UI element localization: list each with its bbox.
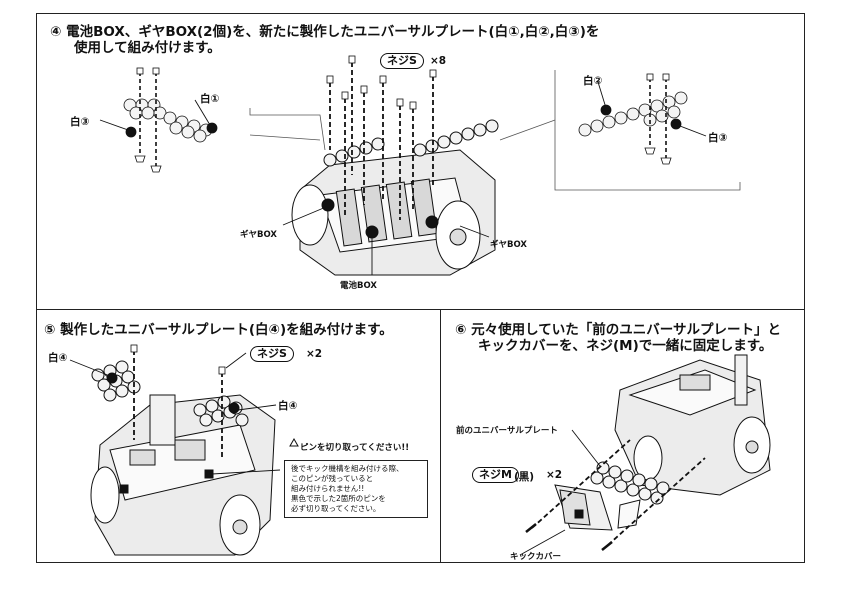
robot-chassis-step4 [291,119,499,276]
step6-screw-color: (黒) [514,471,535,483]
step4-screws [329,62,434,220]
step6-screw-count: ×2 [546,469,563,481]
note-line: このピンが残っていると [291,474,374,483]
note-line: 組み付けられません!! [291,484,365,493]
label-battery-box: 電池BOX [340,281,377,291]
label-front-universal-plate: 前のユニバーサルプレート [456,426,558,436]
step6-instruction-line2: キックカバーを、ネジ(M)で一緒に固定します。 [478,338,773,354]
warning-title: ピンを切り取ってください!! [300,443,410,453]
step5-screw-count: ×2 [306,348,323,360]
label-white3-right: 白③ [708,132,728,144]
label-gear-box-right: ギヤBOX [490,240,527,250]
note-line: 黒色で示した2箇所のピンを [291,494,386,503]
label-white3-left: 白③ [70,116,90,128]
step6-instruction-line1: ⑥ 元々使用していた「前のユニバーサルプレート」と [455,322,781,338]
step6-panel [440,309,805,563]
left-plate-assembly [123,67,218,173]
note-line: 後でキック機構を組み付ける際、 [291,464,404,473]
step4-instruction-line1: ④ 電池BOX、ギヤBOX(2個)を、新たに製作したユニバーサルプレート(白①,… [50,24,600,40]
label-white4-right: 白④ [278,400,298,412]
label-white2: 白② [583,75,603,87]
label-white4-left: 白④ [48,352,68,364]
warning-triangle-icon [289,437,299,447]
warning-note: 後でキック機構を組み付ける際、 このピンが残っていると 組み付けられません!! … [284,460,428,518]
step4-screw-s-label: ネジS [380,53,424,69]
step4-instruction-line2: 使用して組み付けます。 [74,40,221,56]
right-plate-assembly [578,73,688,165]
label-gear-box-left: ギヤBOX [240,230,277,240]
step5-screw-s-label: ネジS [250,346,294,362]
note-line: 必ず切り取ってください。 [291,504,381,513]
step4-screw-count: ×8 [430,55,447,67]
step5-instruction: ⑤ 製作したユニバーサルプレート(白④)を組み付けます。 [44,322,393,338]
step6-screw-m-label: ネジM [472,467,519,483]
label-white1: 白① [200,93,220,105]
label-kick-cover: キックカバー [510,552,562,562]
